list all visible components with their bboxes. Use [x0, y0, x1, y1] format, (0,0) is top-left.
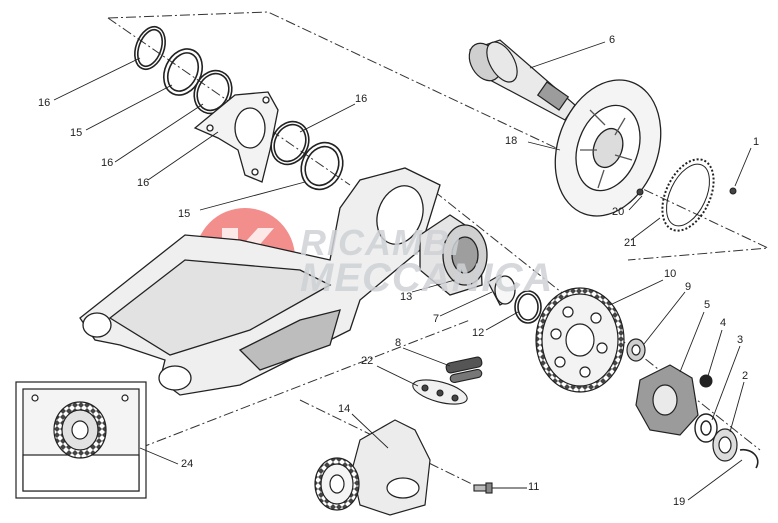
callout-11: 11: [528, 481, 540, 493]
front-sprocket: [314, 457, 360, 511]
watermark-text-meccanica: MECCANICA: [300, 256, 554, 300]
callout-20: 19: [673, 496, 686, 508]
part-19-brake-disc: [554, 79, 662, 217]
callout-6: 6: [609, 34, 616, 46]
part-13-eccentric-hub: [419, 214, 488, 296]
part-1-screw: [729, 187, 737, 195]
leader-lines: [53, 41, 752, 501]
callout-24: 24: [181, 458, 194, 470]
part-6-rear-axle: [468, 39, 576, 121]
part-20-clip: [739, 448, 759, 469]
callout-23: 22: [361, 355, 374, 367]
part-9-nut: [626, 338, 646, 362]
part-17-caliper-bracket: [193, 91, 279, 183]
swingarm: [79, 167, 441, 396]
part-24-inset-view: [15, 381, 147, 499]
part-8-chain-link: [445, 356, 483, 384]
callout-3: 3: [737, 334, 744, 346]
callout-7: 7: [433, 313, 440, 325]
part-18-snap-ring: [134, 25, 166, 71]
callout-10: 10: [664, 268, 677, 280]
part-22-tone-ring: [661, 158, 715, 232]
part-15-ring-upper: [162, 48, 204, 96]
callout-15-lower: 15: [178, 208, 191, 220]
callout-16-upper: 16: [101, 157, 114, 169]
part-23-link-plate: [412, 379, 468, 405]
callout-12: 12: [472, 327, 485, 339]
callout-19: 18: [505, 135, 518, 147]
callout-17: 16: [137, 177, 150, 189]
part-11-bolt: [473, 482, 493, 494]
part-14-sprocket-cover: [351, 419, 431, 516]
callout-4: 4: [720, 317, 727, 329]
callout-22: 21: [624, 237, 637, 249]
callout-16-lower: 16: [355, 93, 368, 105]
part-12-ring: [514, 290, 542, 324]
callout-21: 20: [612, 206, 625, 218]
part-7-sleeve: [487, 274, 516, 306]
part-10-rear-sprocket: [535, 287, 625, 393]
callout-1: 1: [753, 136, 760, 148]
callout-18: 16: [38, 97, 51, 109]
part-4-nut: [699, 374, 713, 388]
callout-13: 13: [400, 291, 413, 303]
callout-5: 5: [704, 299, 711, 311]
part-15-ring-lower: [300, 141, 344, 191]
callout-9: 9: [685, 281, 692, 293]
callout-14: 14: [338, 403, 351, 415]
part-2-axle-nut: [712, 428, 738, 462]
part-16-ring-lower: [270, 120, 310, 166]
callout-8: 8: [395, 337, 402, 349]
part-5-sprocket-flange: [635, 364, 699, 436]
watermark-text-ricambi: RICAMBI: [300, 222, 461, 263]
part-3-washer: [694, 413, 718, 443]
callout-15-upper: 15: [70, 127, 83, 139]
callout-2: 2: [742, 370, 749, 382]
part-21-screw: [636, 188, 644, 196]
